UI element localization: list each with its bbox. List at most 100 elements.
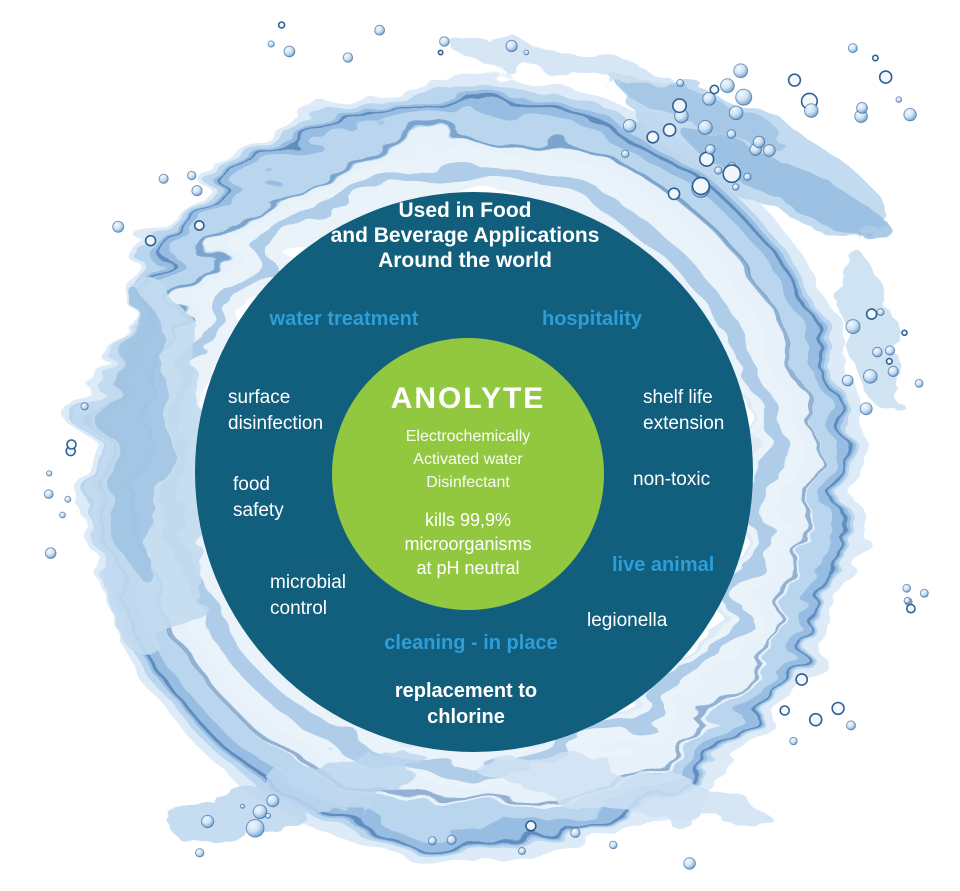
droplet	[885, 357, 893, 365]
droplet	[525, 820, 537, 832]
droplet	[714, 166, 723, 175]
label-surface-disinfection: surface disinfection	[228, 387, 324, 434]
title: Used in Food and Beverage Applications A…	[330, 199, 600, 272]
droplet	[671, 98, 687, 114]
droplet	[902, 583, 912, 593]
droplet	[195, 848, 205, 858]
label-legionella: legionella	[587, 610, 668, 631]
droplet	[518, 847, 526, 855]
droplet	[919, 588, 929, 598]
droplet	[683, 857, 696, 870]
droplet	[277, 21, 286, 29]
droplet	[702, 92, 716, 106]
label-hospitality: hospitality	[541, 308, 643, 330]
droplet	[732, 183, 740, 191]
droplet	[439, 36, 450, 47]
droplet	[43, 489, 54, 500]
droplet	[283, 45, 296, 58]
droplet	[609, 840, 618, 850]
droplet	[884, 345, 896, 356]
droplet	[691, 176, 711, 196]
droplet	[201, 814, 215, 829]
droplet	[523, 49, 530, 56]
droplet	[856, 102, 868, 114]
droplet	[709, 84, 720, 95]
droplet	[743, 172, 752, 181]
droplet	[667, 187, 681, 201]
water-ring	[83, 79, 865, 861]
droplet	[789, 736, 798, 746]
droplet	[841, 374, 854, 387]
droplet	[872, 346, 883, 358]
droplet	[845, 319, 861, 335]
droplet	[705, 144, 716, 155]
droplet	[903, 596, 911, 605]
droplet	[876, 308, 885, 317]
droplet	[662, 123, 677, 137]
droplet	[871, 54, 879, 62]
droplet	[728, 105, 744, 121]
label-shelf-life-extension: shelf life extension	[643, 387, 725, 434]
droplet	[44, 547, 57, 559]
droplet	[144, 234, 157, 247]
droplet	[267, 40, 275, 48]
droplet	[901, 329, 908, 337]
droplet	[887, 365, 899, 377]
water-droplets	[43, 21, 929, 870]
label-food-safety: food safety	[233, 474, 284, 521]
inner-circle	[332, 338, 604, 610]
droplet	[427, 836, 437, 846]
droplet	[733, 63, 749, 79]
droplet	[252, 804, 268, 820]
droplet	[191, 185, 203, 197]
droplet	[906, 603, 916, 614]
droplet	[865, 308, 878, 320]
label-cleaning-in-place: cleaning - in place	[384, 632, 558, 654]
droplet	[240, 803, 245, 809]
droplet	[112, 220, 125, 233]
droplet	[245, 819, 265, 838]
label-non-toxic: non-toxic	[633, 469, 711, 490]
droplet	[46, 470, 53, 477]
droplet	[59, 511, 66, 519]
droplet	[859, 402, 873, 416]
droplet	[193, 220, 205, 231]
product-claim: kills 99,9% microorganisms at pH neutral	[404, 510, 532, 578]
droplet	[914, 379, 924, 388]
droplet	[787, 73, 802, 87]
product-description: Electrochemically Activated water Disinf…	[405, 428, 531, 491]
droplet	[831, 701, 845, 716]
droplet	[621, 149, 630, 159]
label-replacement-to-chlorine: replacement to chlorine	[394, 680, 538, 728]
droplet	[266, 794, 280, 808]
droplet	[808, 712, 823, 727]
droplet	[735, 88, 753, 106]
droplet	[570, 827, 581, 838]
droplet	[158, 173, 169, 184]
droplet	[722, 164, 742, 184]
droplet	[437, 49, 444, 56]
droplet	[779, 705, 791, 716]
droplet	[646, 130, 660, 144]
droplet	[720, 78, 735, 94]
droplet	[752, 135, 766, 149]
droplet	[342, 52, 354, 63]
droplet	[66, 439, 77, 450]
droplet	[622, 119, 637, 133]
droplet	[763, 144, 776, 157]
droplet	[265, 812, 272, 819]
droplet	[80, 402, 89, 411]
droplet	[726, 129, 737, 139]
droplet	[846, 720, 856, 731]
droplet	[676, 78, 685, 87]
droplet	[64, 495, 72, 503]
droplet	[895, 96, 903, 103]
droplet	[804, 103, 819, 118]
label-live-animal: live animal	[612, 554, 715, 576]
droplet	[187, 170, 197, 181]
droplet	[847, 43, 858, 54]
droplet	[697, 120, 713, 135]
droplet	[374, 24, 386, 36]
label-microbial-control: microbial control	[270, 572, 347, 619]
